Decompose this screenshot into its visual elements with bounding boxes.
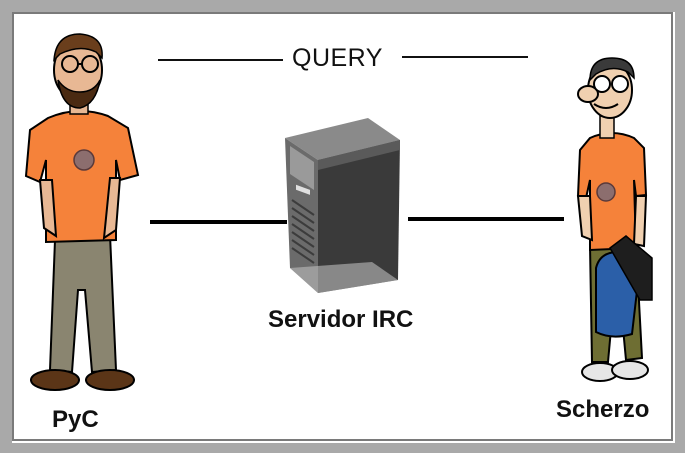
scherzo-label: Scherzo [556,396,650,423]
server-icon [285,118,400,293]
server-label: Servidor IRC [268,306,414,333]
scherzo-figure [576,57,653,382]
query-label: QUERY [292,44,383,72]
pyc-figure [24,33,140,391]
pyc-label: PyC [52,406,99,433]
diagram-inner-border [12,12,673,441]
